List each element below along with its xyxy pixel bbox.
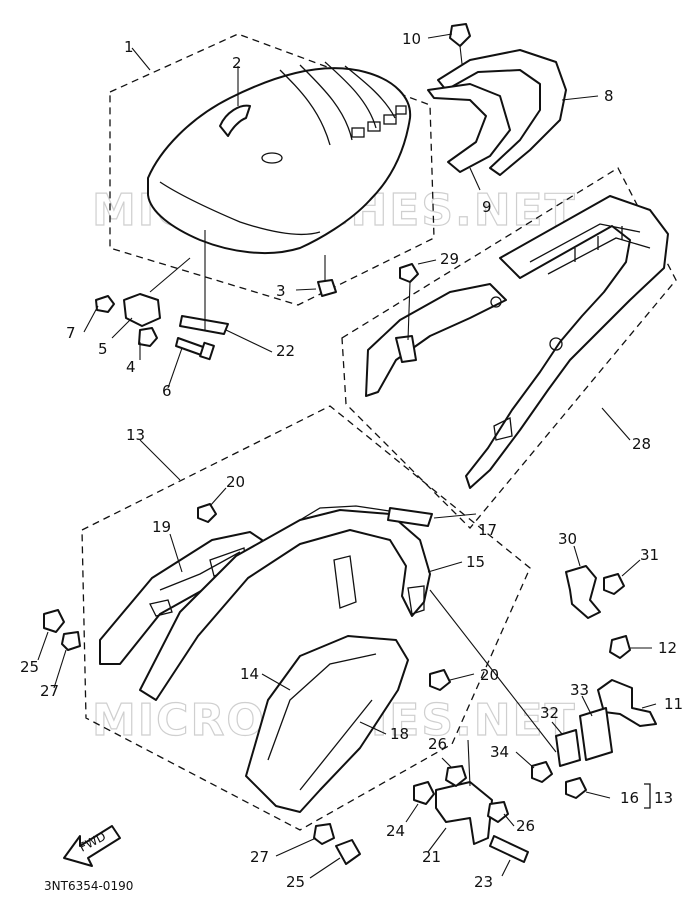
- callout-15: 15: [466, 553, 485, 571]
- bolt-29: [399, 263, 419, 283]
- nut-7: [95, 295, 115, 313]
- carrier-left-arm: [365, 283, 507, 397]
- callout-10: 10: [402, 30, 421, 48]
- grab-bar-group: [427, 23, 599, 191]
- bolt-20-upper: [197, 503, 217, 523]
- callout-19: 19: [152, 518, 171, 536]
- washer-27-left: [61, 631, 81, 651]
- bolt-10: [449, 23, 471, 47]
- callout-32: 32: [540, 704, 559, 722]
- carrier-rack: [465, 195, 669, 489]
- hinge-bracket: [123, 293, 161, 327]
- label-17: [387, 507, 433, 527]
- seat-strap: [219, 104, 251, 137]
- catalog-code: 3NT6354-0190: [44, 879, 133, 893]
- bracket-9: [427, 83, 511, 173]
- callout-12: 12: [658, 639, 677, 657]
- bracket-21: [435, 781, 493, 845]
- callout-6: 6: [162, 382, 172, 400]
- bolt-31: [603, 573, 625, 595]
- nut-24: [413, 781, 435, 805]
- seat-body: [147, 67, 412, 255]
- callout-27-lower: 27: [250, 848, 269, 866]
- callout-16: 16: [620, 789, 639, 807]
- callout-17: 17: [478, 521, 497, 539]
- lock-11: [597, 679, 657, 727]
- callout-26-upper: 26: [428, 735, 447, 753]
- rear-cowl-14: [245, 635, 409, 813]
- callout-7: 7: [66, 324, 76, 342]
- bolt-25-lower: [335, 839, 361, 865]
- bolt-25-left: [43, 609, 65, 633]
- callout-13: 13: [126, 426, 145, 444]
- callout-27-left: 27: [40, 682, 59, 700]
- callout-30: 30: [558, 530, 577, 548]
- side-cover-group-boundary: [81, 405, 531, 831]
- seat-assembly-group: [83, 33, 435, 389]
- right-hardware-group: [429, 545, 657, 809]
- nut-26-lower: [487, 801, 509, 823]
- callout-24: 24: [386, 822, 405, 840]
- nut-34: [531, 761, 553, 783]
- callout-20-right: 20: [480, 666, 499, 684]
- callout-34: 34: [490, 743, 509, 761]
- bracket-32: [555, 729, 581, 767]
- callout-28: 28: [632, 435, 651, 453]
- grab-bar-8: [437, 49, 567, 176]
- callout-20-upper: 20: [226, 473, 245, 491]
- bolt-12: [609, 635, 631, 659]
- callout-31: 31: [640, 546, 659, 564]
- callout-33: 33: [570, 681, 589, 699]
- side-cover-group: [37, 405, 531, 831]
- callout-2: 2: [232, 54, 242, 72]
- bracket-30: [565, 565, 601, 619]
- callout-1: 1: [124, 38, 134, 56]
- callout-29: 29: [440, 250, 459, 268]
- carrier-group-boundary: [341, 167, 677, 529]
- label-plate-22: [179, 315, 229, 335]
- bolt-16: [565, 777, 587, 799]
- callout-9: 9: [482, 198, 492, 216]
- bolt-23: [489, 835, 529, 863]
- callout-22: 22: [276, 342, 295, 360]
- callout-8: 8: [604, 87, 614, 105]
- callout-21: 21: [422, 848, 441, 866]
- fwd-arrow: FWD: [63, 825, 121, 867]
- damper-3: [317, 279, 337, 297]
- callout-5: 5: [98, 340, 108, 358]
- bolt-20-right: [429, 669, 451, 691]
- callout-4: 4: [126, 358, 136, 376]
- callout-11: 11: [664, 695, 683, 713]
- callout-26-lower: 26: [516, 817, 535, 835]
- callout-numbers: 1 2 3 4 5 6 7 8 9 10 11 12 13 13 14 15 1…: [20, 30, 683, 891]
- carrier-group: [341, 167, 677, 529]
- callout-25-lower: 25: [286, 873, 305, 891]
- callout-18: 18: [390, 725, 409, 743]
- nut-26-upper: [445, 765, 467, 787]
- callout-3: 3: [276, 282, 286, 300]
- plate-33: [579, 707, 613, 761]
- callout-13-ref: 13: [654, 789, 673, 807]
- callout-14: 14: [240, 665, 259, 683]
- callout-23: 23: [474, 873, 493, 891]
- washer-27-lower: [313, 823, 335, 845]
- nut-4: [138, 327, 158, 347]
- callout-25-left: 25: [20, 658, 39, 676]
- lower-bracket-group: [275, 739, 529, 879]
